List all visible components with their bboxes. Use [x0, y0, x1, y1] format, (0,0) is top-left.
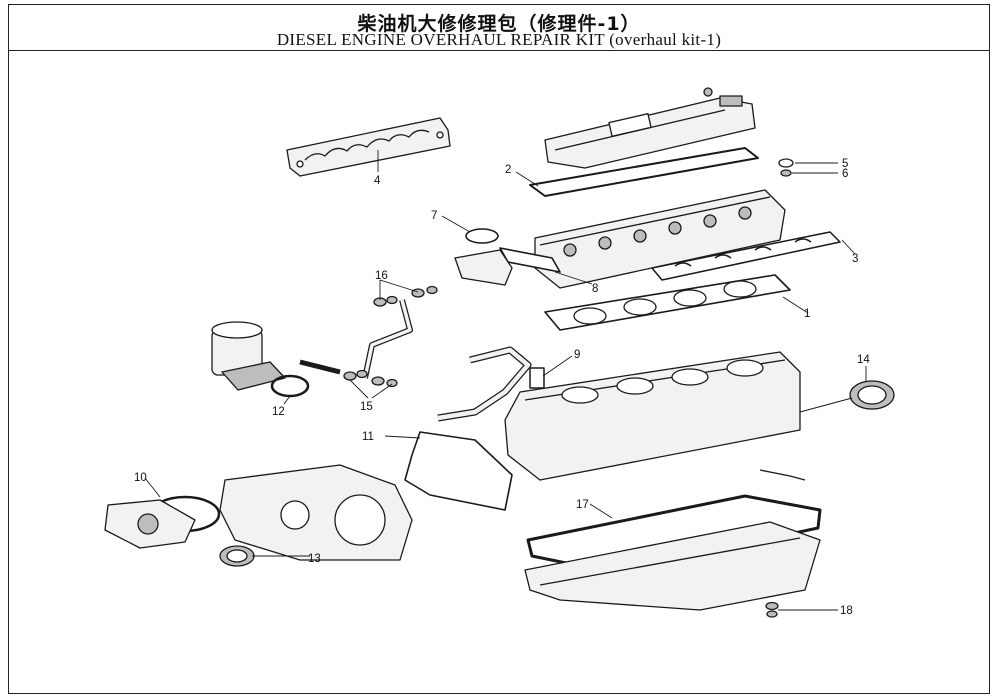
part-gasket-9	[529, 367, 545, 389]
part-oil-pan-gasket	[526, 494, 822, 574]
part-thermostat-gasket	[465, 228, 499, 244]
part-exhaust-manifold-gasket	[286, 117, 451, 177]
callout-18: 18	[840, 605, 853, 617]
part-thermostat-housing	[454, 249, 513, 286]
callout-9: 9	[574, 349, 580, 361]
title-divider	[9, 50, 989, 51]
part-gear-case	[219, 464, 413, 561]
callout-13: 13	[308, 553, 321, 565]
part-front-cover-gasket	[404, 431, 513, 511]
callout-16: 16	[375, 270, 388, 282]
callout-10: 10	[134, 472, 147, 484]
part-oil-filter	[211, 321, 286, 391]
part-valve-cover	[544, 87, 756, 169]
part-water-pump	[104, 499, 196, 549]
part-oil-pan	[524, 521, 821, 611]
part-cylinder-head	[534, 189, 786, 289]
part-valve-cover-gasket	[529, 147, 759, 197]
callout-labels: 1 2 3 4 5 6 7 8 9 10 11 12 13 14 15 16 1…	[134, 158, 870, 617]
part-drain-plug	[765, 601, 779, 618]
callout-2: 2	[505, 164, 511, 176]
title-chinese: 柴油机大修修理包（修理件-1）	[357, 13, 641, 35]
drawing-frame: 柴油机大修修理包（修理件-1） DIESEL ENGINE OVERHAUL R…	[8, 4, 990, 694]
part-rear-oil-seal	[849, 380, 895, 410]
callout-14: 14	[857, 354, 870, 366]
title-english: DIESEL ENGINE OVERHAUL REPAIR KIT (overh…	[276, 30, 722, 49]
callout-7: 7	[431, 210, 437, 222]
part-seal-rings-15	[343, 369, 398, 388]
callout-4: 4	[374, 175, 381, 187]
callout-15: 15	[360, 401, 373, 413]
part-intake-manifold-gasket	[651, 231, 841, 281]
part-cylinder-block	[504, 351, 806, 481]
callout-17: 17	[576, 499, 589, 511]
callout-leader-lines	[144, 150, 867, 611]
callout-6: 6	[842, 168, 848, 180]
callout-3: 3	[852, 253, 858, 265]
callout-12: 12	[272, 406, 285, 418]
part-cylinder-head-gasket	[544, 274, 791, 331]
callout-5: 5	[842, 158, 848, 170]
part-washer-5	[778, 158, 794, 168]
callout-8: 8	[592, 283, 598, 295]
part-front-oil-seal	[219, 545, 255, 567]
part-o-ring-12	[270, 374, 310, 398]
part-seal-6	[780, 169, 792, 177]
callout-1: 1	[804, 308, 810, 320]
callout-11: 11	[362, 431, 374, 443]
